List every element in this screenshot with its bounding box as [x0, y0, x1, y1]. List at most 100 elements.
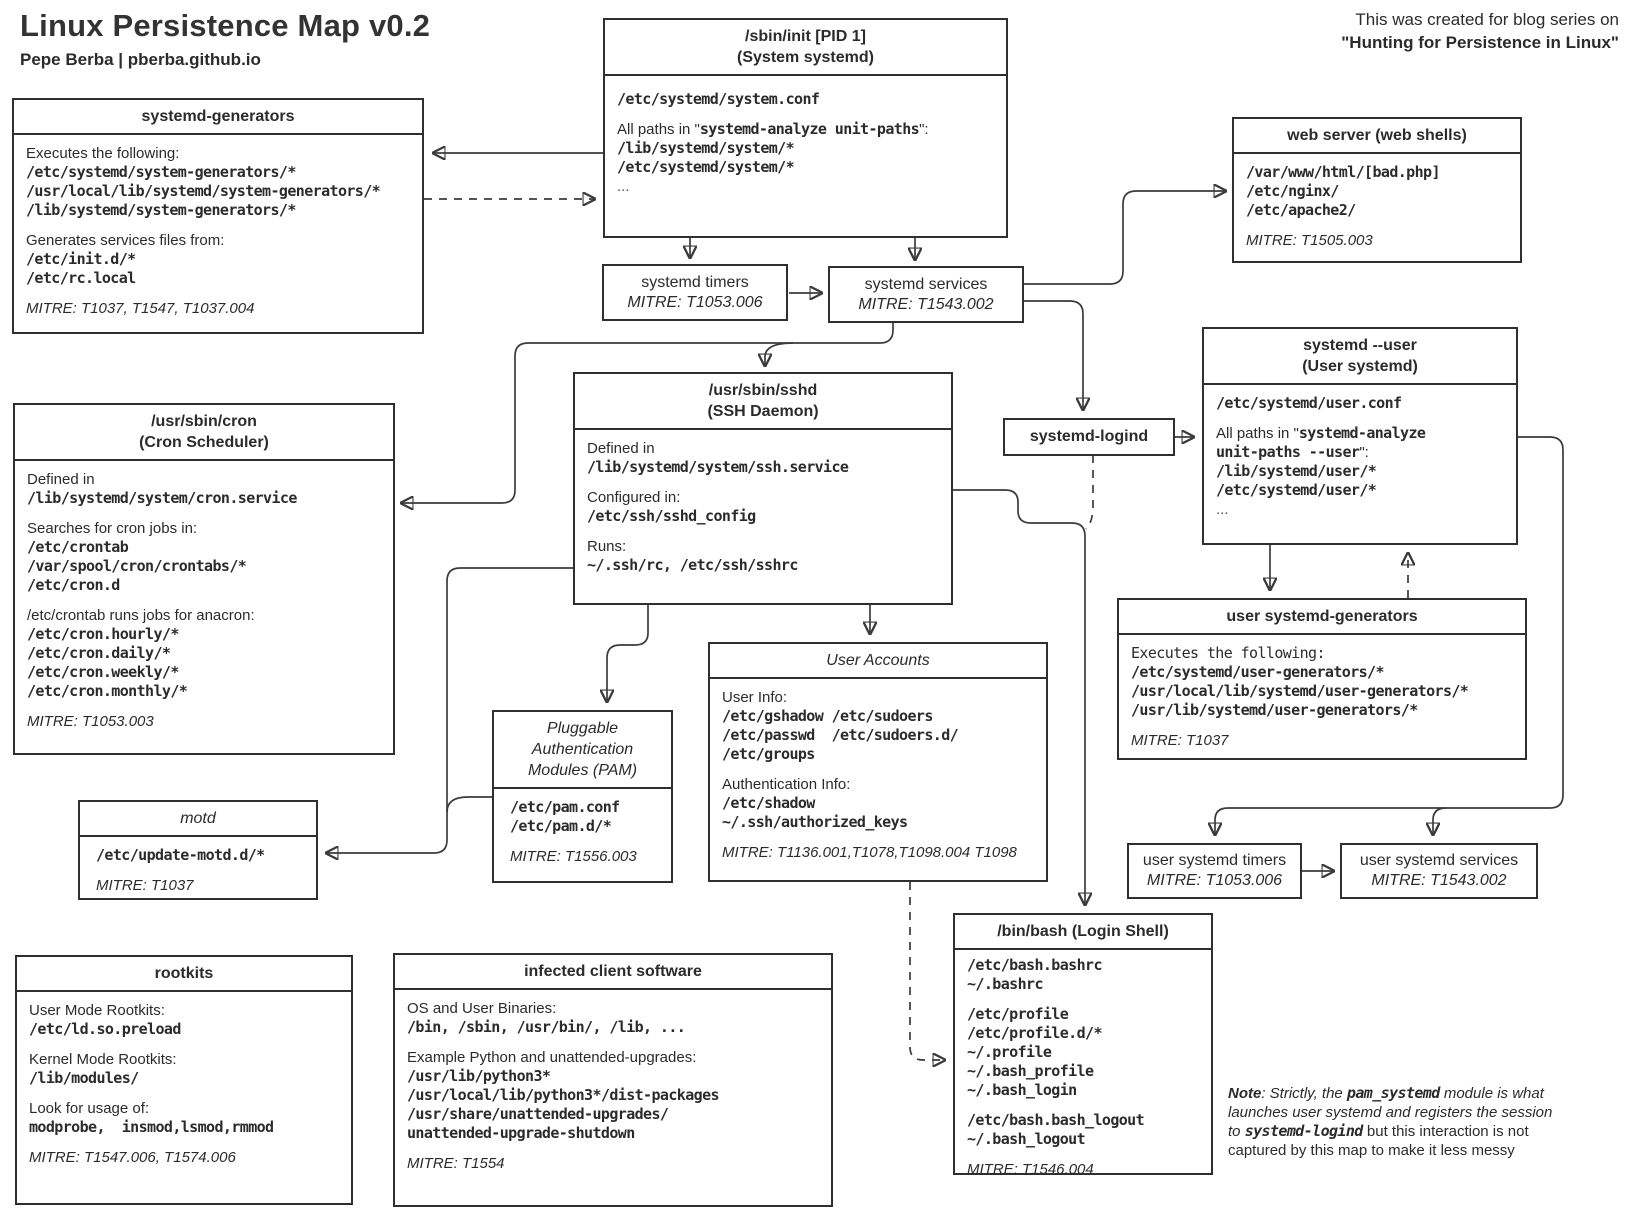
text-line: /etc/bash.bashrc [967, 956, 1103, 974]
text-line [587, 477, 939, 488]
node-title-line: rootkits [154, 965, 214, 982]
text-line: MITRE: T1554 [407, 1155, 505, 1172]
node-motd: motd /etc/update-motd.d/* MITRE: T1037 [78, 800, 318, 900]
connector-sshd-to-bash [952, 489, 1085, 904]
text-line [27, 701, 381, 712]
text-line: MITRE: T1543.002 [1371, 872, 1507, 889]
text-line [1246, 220, 1508, 231]
node-systemd-generators: systemd-generators Executes the followin… [12, 98, 424, 334]
text-line: ~/.bashrc [967, 975, 1043, 993]
node-systemd-logind: systemd-logind [1003, 418, 1175, 456]
node-title-line: Modules (PAM) [527, 762, 638, 779]
text-line: /bin, /sbin, /usr/bin/, /lib, ... [407, 1018, 686, 1036]
text-line: /etc/pam.conf [510, 798, 620, 816]
text-line [29, 1137, 339, 1148]
text-line: /etc/cron.hourly/* [27, 625, 179, 643]
node-title-line: (User systemd) [1302, 358, 1418, 375]
node-bin-bash-body: /etc/bash.bashrc~/.bashrc /etc/profile/e… [955, 950, 1211, 1188]
node-title-line: (SSH Daemon) [707, 403, 819, 420]
text-line: to systemd-logind but this interaction i… [1228, 1122, 1558, 1141]
text-line: /etc/cron.d [27, 576, 120, 594]
node-motd-body: /etc/update-motd.d/* MITRE: T1037 [80, 837, 316, 904]
text-line [967, 1149, 1199, 1160]
connector-services-to-logind [1024, 300, 1083, 409]
text-line: Configured in: [587, 489, 681, 506]
text-line: /etc/systemd/user-generators/* [1131, 663, 1385, 681]
text-line: Searches for cron jobs in: [27, 520, 198, 537]
text-line: /etc/passwd /etc/sudoers.d/ [722, 726, 959, 744]
text-line: /etc/groups [722, 745, 815, 763]
text-line: /etc/profile [967, 1005, 1069, 1023]
text-line [26, 220, 410, 231]
text-segment: launches user systemd and registers the … [1228, 1104, 1553, 1121]
connector-sysuser-to-utimers [1215, 436, 1564, 834]
node-user-systemd-generators-body: Executes the following:/etc/systemd/user… [1119, 635, 1525, 759]
text-line: /etc/systemd/system.conf [617, 90, 820, 108]
connector-pam-to-motd [446, 796, 492, 813]
node-title-line: user systemd-generators [1226, 608, 1418, 625]
text-line [26, 288, 410, 299]
connector-sshd-to-pam [607, 605, 649, 701]
text-segment: module is what [1439, 1085, 1544, 1102]
node-systemd-user: systemd --user(User systemd) /etc/system… [1202, 327, 1518, 545]
text-line: unattended-upgrade-shutdown [407, 1124, 635, 1142]
node-rootkits-body: User Mode Rootkits:/etc/ld.so.preload Ke… [17, 992, 351, 1176]
text-line: User Mode Rootkits: [29, 1002, 165, 1019]
text-line: MITRE: T1136.001,T1078,T1098.004 T1098 [722, 844, 1017, 861]
connector-services-to-webserver [1024, 191, 1225, 285]
text-line [967, 994, 1199, 1005]
text-line: /var/www/html/[bad.php] [1246, 163, 1441, 181]
blurb-line-2: "Hunting for Persistence in Linux" [1341, 33, 1619, 52]
node-rootkits: rootkits User Mode Rootkits:/etc/ld.so.p… [15, 955, 353, 1205]
text-line: User Info: [722, 689, 788, 706]
node-title-line: (Cron Scheduler) [139, 434, 269, 451]
text-line: MITRE: T1556.003 [510, 848, 637, 865]
node-cron-title: /usr/sbin/cron (Cron Scheduler) [15, 405, 393, 461]
text-segment: but this interaction is not [1362, 1123, 1529, 1140]
node-title-line: /sbin/init [PID 1] [745, 28, 866, 45]
node-user-accounts-title: User Accounts [710, 644, 1046, 679]
text-line: /etc/nginx/ [1246, 182, 1339, 200]
connector-sshd-to-motd [327, 567, 573, 853]
text-line: ... [1216, 501, 1229, 518]
text-line: /lib/systemd/system/ssh.service [587, 458, 849, 476]
text-line: captured by this map to make it less mes… [1228, 1141, 1558, 1160]
text-line [967, 1100, 1199, 1111]
text-line: /var/spool/cron/crontabs/* [27, 557, 247, 575]
node-sbin-init-title: /sbin/init [PID 1](System systemd) [605, 20, 1006, 76]
node-title-line: motd [180, 810, 216, 827]
text-line: MITRE: T1505.003 [1246, 232, 1373, 249]
blurb-line-1: This was created for blog series on [1355, 10, 1619, 29]
text-line [1131, 720, 1513, 731]
text-line: Executes the following: [26, 145, 180, 162]
node-web-server-title: web server (web shells) [1234, 119, 1520, 154]
node-title-line: /usr/sbin/cron [151, 413, 257, 430]
node-infected-client-software-title: infected client software [395, 955, 831, 990]
text-line: MITRE: T1053.006 [627, 293, 763, 311]
text-segment: systemd-logind [1244, 1122, 1364, 1140]
text-segment: Note [1228, 1085, 1262, 1102]
node-title-line: Authentication [531, 741, 634, 758]
text-line: /etc/systemd/system-generators/* [26, 163, 296, 181]
connector-sysuser-to-uservices [1433, 807, 1447, 834]
text-segment: ": [919, 121, 929, 138]
header: Linux Persistence Map v0.2 Pepe Berba | … [20, 8, 430, 70]
connector-useraccounts-to-bash [909, 882, 944, 1060]
text-segment: pam_systemd [1346, 1084, 1440, 1102]
text-line: /etc/cron.daily/* [27, 644, 171, 662]
text-line: MITRE: T1053.003 [27, 713, 154, 730]
node-systemd-generators-body: Executes the following:/etc/systemd/syst… [14, 135, 422, 327]
node-motd-title: motd [80, 802, 316, 837]
text-line: Generates services files from: [26, 232, 225, 249]
blog-blurb: This was created for blog series on "Hun… [1341, 8, 1619, 54]
text-line [722, 764, 1034, 775]
node-cron: /usr/sbin/cron(Cron Scheduler) Defined i… [13, 403, 395, 755]
connector-logind-to-bash [1085, 455, 1094, 530]
text-line: /etc/cron.monthly/* [27, 682, 188, 700]
text-line [29, 1039, 339, 1050]
